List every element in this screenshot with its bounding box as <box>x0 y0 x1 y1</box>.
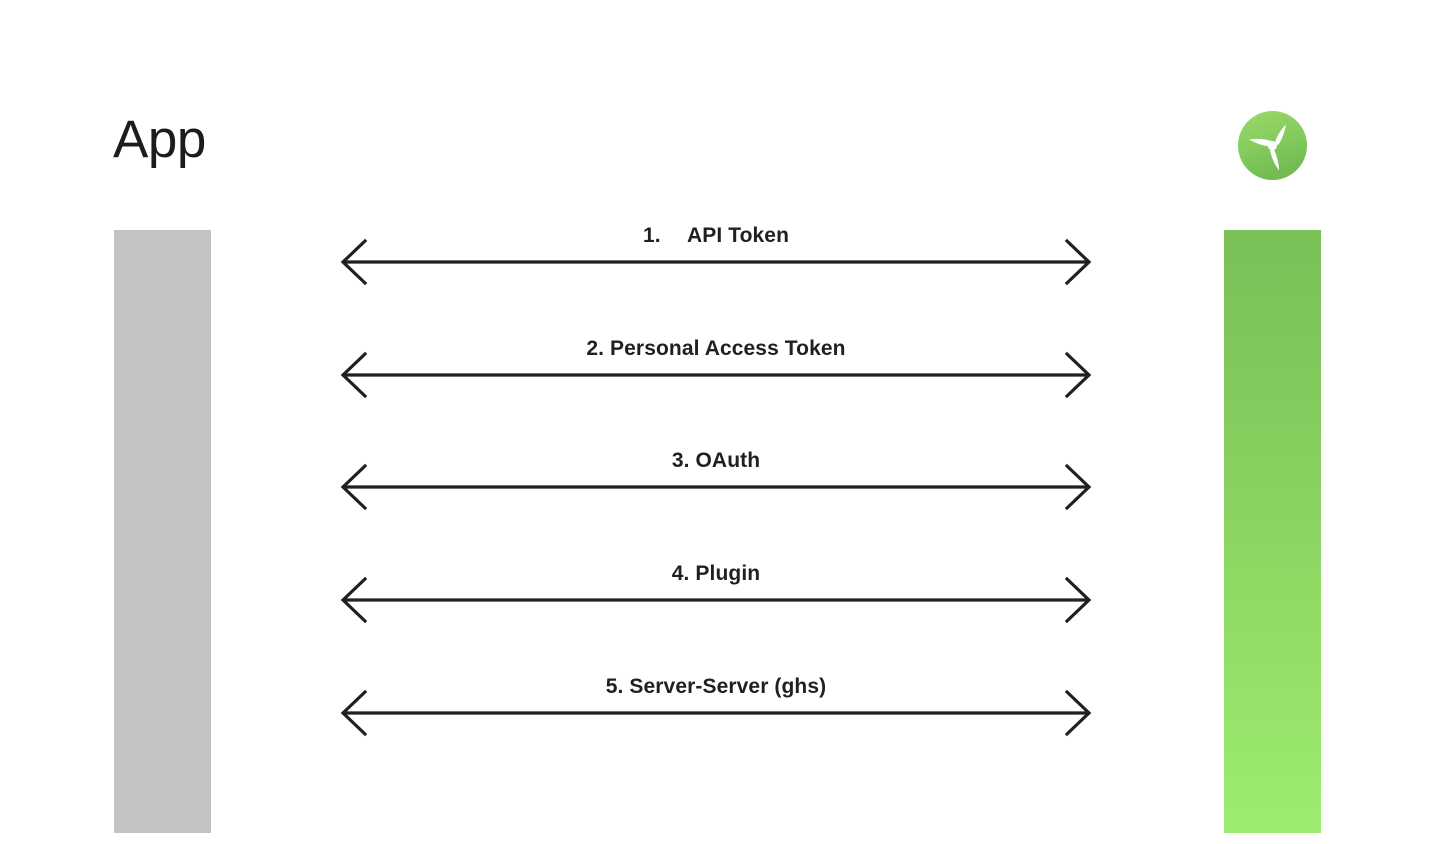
message-label-4: 4. Plugin <box>671 561 761 585</box>
lifeline-app <box>114 230 211 833</box>
message-label-3: 3. OAuth <box>671 448 761 472</box>
message-label-1: 1. API Token <box>643 223 789 247</box>
bidirectional-arrow-icon <box>340 238 1092 286</box>
bidirectional-arrow-icon <box>340 351 1092 399</box>
propeller-blades <box>1249 124 1286 171</box>
propeller-logo <box>1237 110 1308 181</box>
page-title: App <box>113 110 206 169</box>
bidirectional-arrow-icon <box>340 576 1092 624</box>
bidirectional-arrow-icon <box>340 689 1092 737</box>
lifeline-service <box>1224 230 1321 833</box>
bidirectional-arrow-icon <box>340 463 1092 511</box>
message-label-5: 5. Server-Server (ghs) <box>605 674 827 698</box>
message-label-2: 2. Personal Access Token <box>586 336 846 360</box>
